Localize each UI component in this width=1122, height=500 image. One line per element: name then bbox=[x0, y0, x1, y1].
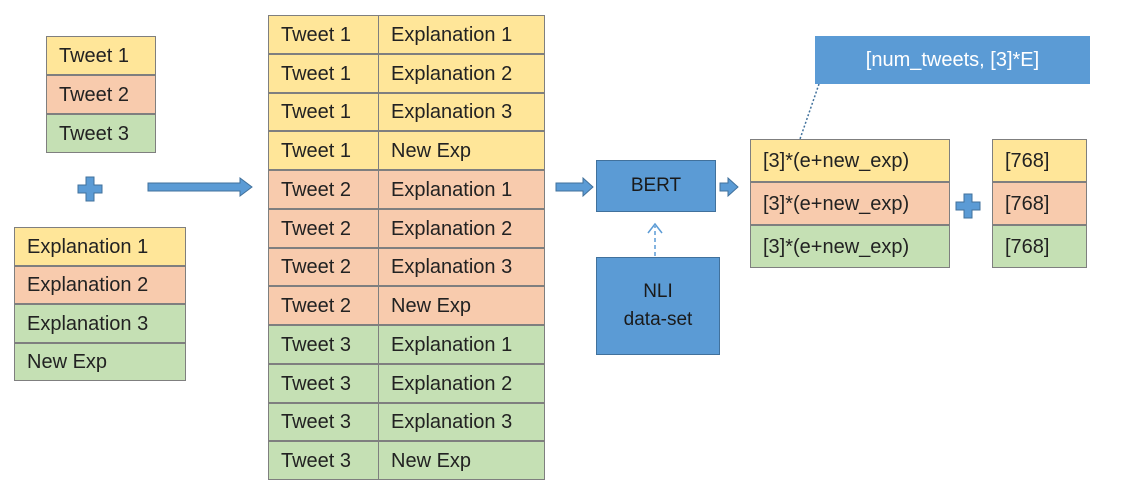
input-tweet-1: Tweet 1 bbox=[46, 36, 156, 75]
pair-tweet-cell: Tweet 3 bbox=[268, 364, 379, 403]
dim-box-2: [768] bbox=[992, 182, 1087, 225]
input-explanation-3: Explanation 3 bbox=[14, 304, 186, 343]
pair-explanation-cell: Explanation 3 bbox=[378, 403, 545, 441]
pair-tweet-cell: Tweet 2 bbox=[268, 248, 379, 286]
pair-tweet-cell: Tweet 2 bbox=[268, 170, 379, 209]
pair-explanation-cell: Explanation 2 bbox=[378, 54, 545, 93]
pair-explanation-cell: New Exp bbox=[378, 441, 545, 480]
arrow-right-icon bbox=[555, 176, 594, 198]
bert-box: BERT bbox=[596, 160, 716, 212]
input-explanation-1: Explanation 1 bbox=[14, 227, 186, 266]
shape-label: [num_tweets, [3]*E] bbox=[815, 36, 1090, 84]
pair-explanation-cell: Explanation 1 bbox=[378, 15, 545, 54]
output-embedding-2: [3]*(e+new_exp) bbox=[750, 182, 950, 225]
pair-explanation-cell: Explanation 2 bbox=[378, 364, 545, 403]
dashed-arrow-up-icon bbox=[647, 222, 663, 256]
pair-tweet-cell: Tweet 1 bbox=[268, 15, 379, 54]
pair-tweet-cell: Tweet 3 bbox=[268, 325, 379, 364]
pair-explanation-cell: Explanation 1 bbox=[378, 170, 545, 209]
input-tweet-3: Tweet 3 bbox=[46, 114, 156, 153]
plus-icon bbox=[77, 176, 103, 202]
dotted-connector bbox=[799, 83, 820, 140]
pair-explanation-cell: Explanation 3 bbox=[378, 248, 545, 286]
pair-explanation-cell: Explanation 2 bbox=[378, 209, 545, 248]
output-embedding-1: [3]*(e+new_exp) bbox=[750, 139, 950, 182]
arrow-right-icon bbox=[719, 176, 739, 198]
pair-tweet-cell: Tweet 1 bbox=[268, 93, 379, 131]
pair-tweet-cell: Tweet 2 bbox=[268, 286, 379, 325]
input-tweet-2: Tweet 2 bbox=[46, 75, 156, 114]
input-explanation-new: New Exp bbox=[14, 343, 186, 381]
pair-tweet-cell: Tweet 1 bbox=[268, 54, 379, 93]
pair-explanation-cell: New Exp bbox=[378, 131, 545, 170]
dim-box-3: [768] bbox=[992, 225, 1087, 268]
input-explanation-2: Explanation 2 bbox=[14, 266, 186, 304]
nli-line-1: NLI bbox=[643, 280, 673, 302]
pair-tweet-cell: Tweet 2 bbox=[268, 209, 379, 248]
pair-explanation-cell: Explanation 3 bbox=[378, 93, 545, 131]
dim-box-1: [768] bbox=[992, 139, 1087, 182]
nli-dataset-box: NLI data-set bbox=[596, 257, 720, 355]
pair-explanation-cell: New Exp bbox=[378, 286, 545, 325]
pair-tweet-cell: Tweet 3 bbox=[268, 403, 379, 441]
nli-line-2: data-set bbox=[623, 309, 693, 330]
pair-tweet-cell: Tweet 3 bbox=[268, 441, 379, 480]
pair-tweet-cell: Tweet 1 bbox=[268, 131, 379, 170]
plus-icon bbox=[955, 193, 981, 219]
arrow-right-icon bbox=[147, 177, 253, 197]
pair-explanation-cell: Explanation 1 bbox=[378, 325, 545, 364]
output-embedding-3: [3]*(e+new_exp) bbox=[750, 225, 950, 268]
